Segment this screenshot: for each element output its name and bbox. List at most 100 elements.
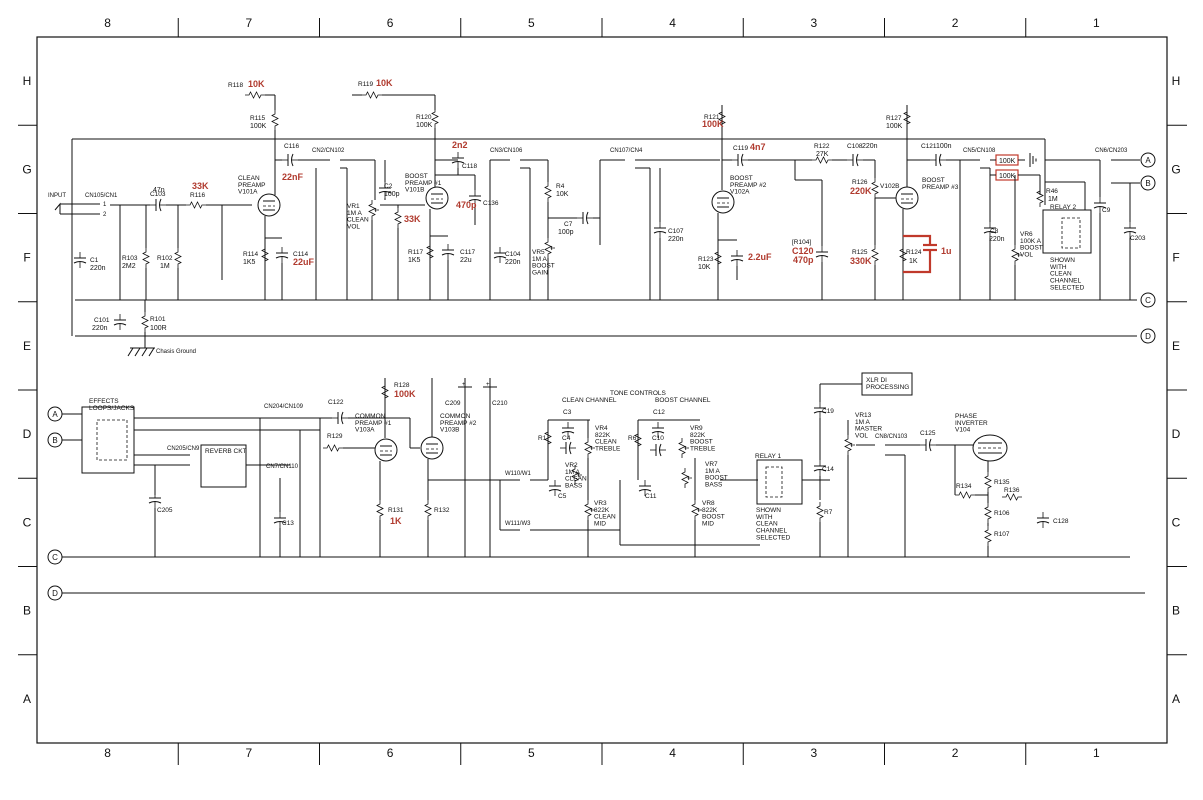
zone-label-left-F: F	[23, 251, 30, 265]
components-r134: R134	[956, 483, 972, 490]
buses-b: B	[52, 436, 57, 445]
zone-label-bot-7: 7	[246, 746, 253, 760]
connectors-cn6: CN6/CN203	[1095, 148, 1128, 154]
blocks-clean_ch: CLEAN CHANNEL	[562, 397, 617, 404]
connectors-w110: W110/W1	[505, 471, 532, 477]
zone-label-bot-3: 3	[811, 746, 818, 760]
components-c103: C103	[150, 191, 166, 198]
components-c118: C118	[462, 163, 477, 170]
buses-b: B	[1145, 179, 1150, 188]
components-r114v: 1K5	[243, 259, 256, 266]
components-r117: R117	[408, 249, 423, 256]
zone-label-top-7: 7	[246, 16, 253, 30]
components-c107v: 220n	[668, 236, 684, 243]
components-c114v: 22uF	[293, 257, 315, 267]
svg-text:+: +	[462, 382, 466, 388]
zone-label-top-6: 6	[387, 16, 394, 30]
components-r136: R136	[1004, 487, 1020, 494]
bus-c-lower: C	[47, 549, 1130, 565]
components-c108: C108	[847, 143, 863, 150]
buses-c: C	[1145, 296, 1151, 305]
blocks-tone: TONE CONTROLS	[610, 390, 667, 397]
components-c116v: 22nF	[282, 172, 304, 182]
reverb-block: REVERB CKT	[200, 444, 247, 488]
components-c117: C117	[460, 249, 475, 256]
components-r131: R131	[388, 507, 404, 514]
components-r119v: 10K	[376, 78, 393, 88]
components-c136: C136	[483, 200, 499, 207]
components-c7v: 100p	[558, 229, 574, 236]
chassis-ground: Chasis Ground	[127, 347, 196, 357]
zone-label-top-4: 4	[669, 16, 676, 30]
components-c210: C210	[492, 400, 508, 407]
zone-label-left-B: B	[23, 604, 31, 618]
components-c1u: 1u	[941, 246, 952, 256]
connectors-cn205: CN205/CN9	[167, 446, 200, 452]
components-r46: R46	[1046, 188, 1058, 195]
zone-label-left-A: A	[23, 692, 31, 706]
components-c4: C4	[562, 435, 571, 442]
zone-label-right-A: A	[1172, 692, 1180, 706]
components-r123: R123	[698, 256, 714, 263]
zone-label-left-G: G	[22, 162, 31, 176]
input-pin2: 2	[103, 212, 107, 218]
zone-label-left-E: E	[23, 339, 31, 353]
components-c104: C104	[505, 251, 521, 258]
connectors-cn204: CN204/CN109	[264, 404, 304, 410]
components-c101: C101	[94, 317, 110, 324]
svg-text:+: +	[486, 382, 490, 388]
components-c2: C2	[384, 183, 393, 190]
components-r6: R6	[628, 435, 637, 442]
components-c103v: 47n	[153, 187, 165, 194]
bus-d-lower: D	[47, 585, 1145, 601]
components-r127v: 100K	[886, 123, 903, 130]
zone-label-top-1: 1	[1093, 16, 1100, 30]
blocks-relay2: RELAY 2	[1050, 204, 1077, 211]
components-r116: R116	[190, 192, 205, 199]
components-r107: R107	[994, 531, 1010, 538]
components-r122: R122	[814, 143, 830, 150]
buses-a: A	[52, 410, 58, 419]
components-c121v: 100n	[936, 143, 952, 150]
components-c3: C3	[563, 409, 572, 416]
components-r103: R103	[122, 255, 138, 262]
tubes-v102b-label: V102B	[880, 183, 900, 190]
components-c117v: 22u	[460, 257, 472, 264]
components-r135: R135	[994, 479, 1010, 486]
components-r117v: 1K5	[408, 257, 421, 264]
components-c11: C11	[645, 493, 657, 500]
zone-label-top-8: 8	[104, 16, 111, 30]
input-conn: CN105/CN1	[85, 193, 118, 199]
zone-label-right-G: G	[1171, 162, 1180, 176]
components-c9: C9	[1102, 207, 1111, 214]
highlight-r124-cap: 1u	[903, 234, 952, 274]
buses-d: D	[52, 589, 58, 598]
zone-label-right-D: D	[1172, 427, 1181, 441]
buses-c: C	[52, 553, 58, 562]
components-r128: R128	[394, 382, 410, 389]
components-r102v: 1M	[160, 263, 170, 270]
bus-b-left: B	[47, 432, 82, 448]
zone-label-bot-2: 2	[952, 746, 959, 760]
components-c8v: 220n	[989, 236, 1005, 243]
zone-label-right-F: F	[1172, 251, 1179, 265]
components-c119v: 4n7	[750, 142, 766, 152]
components-res100k_b: 100K	[999, 173, 1016, 180]
components-r126: R126	[852, 179, 868, 186]
buses-a: A	[1145, 156, 1151, 165]
connectors-cn107: CN107/CN4	[610, 148, 643, 154]
components-c120v: 470p	[793, 255, 814, 265]
components-c118v: 2n2	[452, 140, 468, 150]
